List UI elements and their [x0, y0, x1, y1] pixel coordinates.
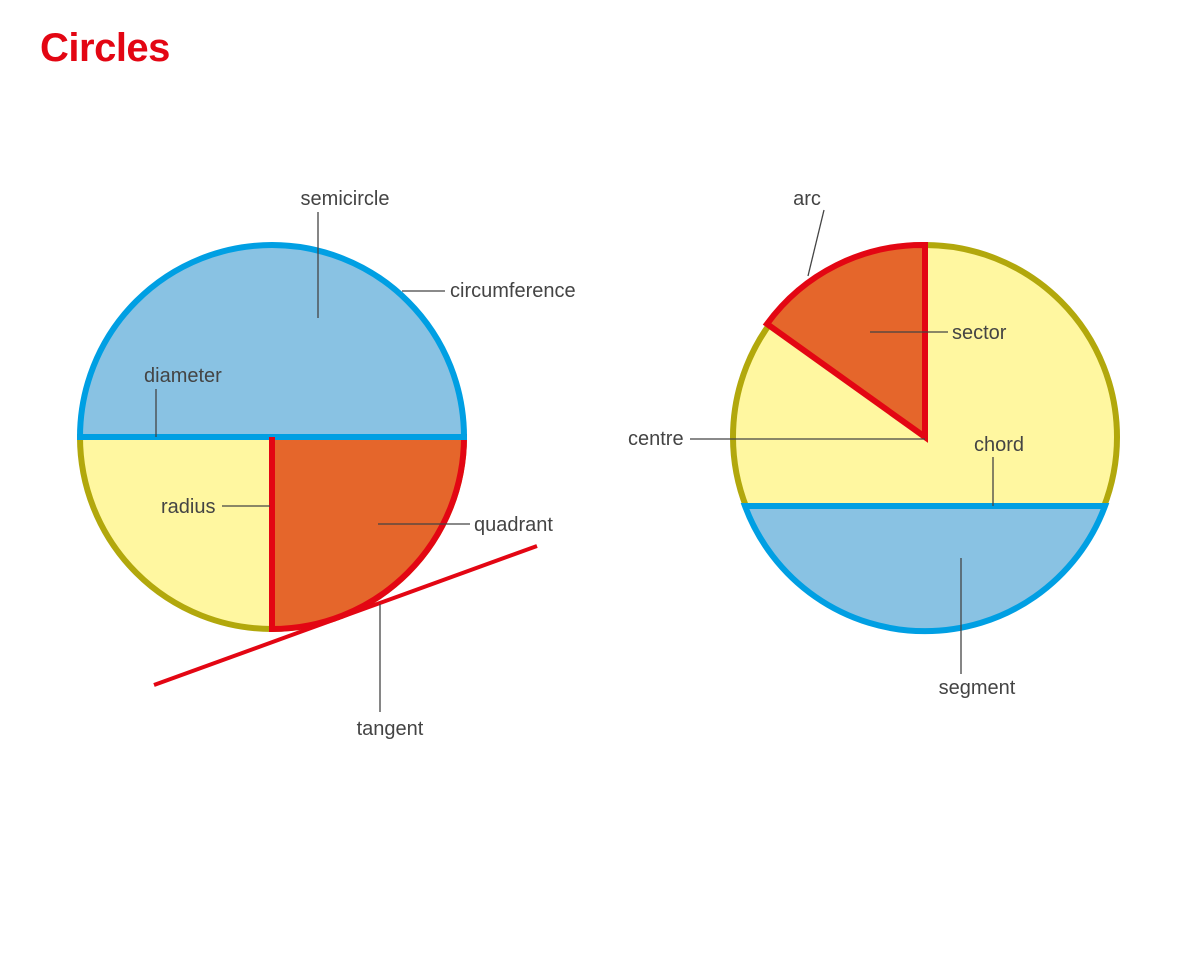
arc-label: arc [793, 188, 821, 210]
semicircle-region [76, 242, 468, 440]
semicircle-label: semicircle [301, 188, 390, 210]
centre-label: centre [628, 428, 684, 450]
chord-label: chord [974, 434, 1024, 456]
quadrant-region [269, 434, 468, 633]
page-title: Circles [40, 26, 170, 70]
radius-label: radius [161, 496, 215, 518]
segment-label: segment [939, 677, 1016, 699]
sector-region [762, 241, 928, 443]
circumference-label: circumference [450, 280, 576, 302]
quadrant-label: quadrant [474, 514, 553, 536]
left-circle-diagram: semicircle circumference diameter radius… [76, 188, 576, 740]
segment-region [740, 503, 1110, 635]
diameter-label: diameter [144, 365, 222, 387]
tangent-line [153, 544, 538, 687]
sector-label: sector [952, 322, 1007, 344]
right-circle-diagram: arc sector centre chord segment [628, 188, 1120, 699]
tangent-label: tangent [357, 718, 424, 740]
arc-leader [807, 209, 825, 277]
